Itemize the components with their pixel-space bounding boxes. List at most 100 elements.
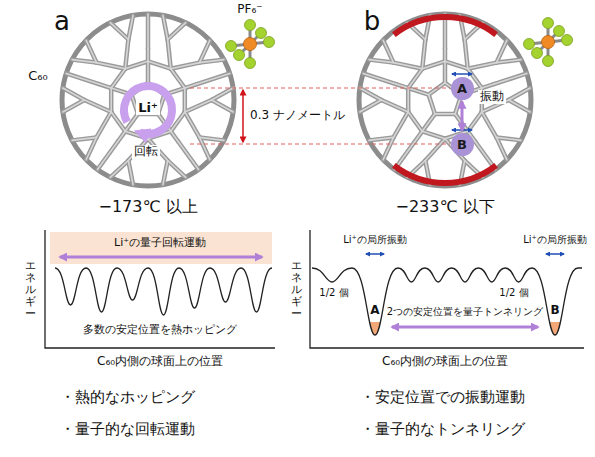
cage-bond	[72, 60, 96, 63]
cage-bond	[63, 88, 85, 100]
cage-bond	[381, 100, 408, 112]
cage-bond	[110, 23, 128, 40]
occupancy-label: 1/2 個	[499, 287, 528, 299]
cage-bond	[99, 84, 111, 88]
cage-bond	[128, 15, 133, 39]
cage-bond	[369, 137, 393, 140]
cage-bond	[369, 137, 393, 140]
cage-bond	[360, 100, 382, 112]
band-label: Li⁺の量子回転運動	[114, 237, 206, 250]
cage-bond	[97, 63, 126, 69]
cage-bond	[125, 39, 128, 68]
cage-bond	[396, 84, 408, 88]
occupancy-label: 1/2 個	[319, 287, 348, 299]
cage-bond	[496, 137, 506, 159]
cage-bond	[445, 61, 468, 68]
cage-bond	[383, 137, 393, 159]
well-fill	[352, 322, 578, 335]
cage-bond	[425, 139, 445, 161]
cage-bond	[360, 100, 382, 112]
motion-label: 振動	[478, 90, 506, 104]
motion-label: 回転	[132, 145, 160, 159]
phosphorus-atom	[244, 38, 257, 51]
vibration-connector	[461, 102, 464, 131]
cage-bond	[509, 100, 531, 112]
cage-bond	[183, 88, 188, 112]
cage-bond	[443, 48, 448, 61]
cage-bond	[86, 40, 96, 62]
cage-bond	[494, 73, 527, 84]
reference-line	[190, 144, 450, 145]
cage-bond	[128, 161, 133, 185]
cage-bond	[394, 63, 423, 69]
cage-bond	[468, 112, 482, 131]
fluorine-atom	[256, 28, 267, 39]
cage-bond	[110, 161, 128, 178]
cage-bond	[496, 60, 520, 63]
cage-bond	[178, 142, 198, 170]
cage-bond	[429, 95, 435, 114]
cage-bond	[482, 112, 497, 137]
cage-bond	[72, 137, 96, 140]
cage-bond	[212, 100, 234, 112]
cage-bond	[496, 40, 506, 62]
cage-bond	[99, 84, 111, 88]
cage-bond	[422, 114, 435, 131]
well-letter: B	[550, 304, 559, 318]
cage-bond	[171, 69, 185, 88]
cage-bond	[408, 112, 422, 131]
temperature-label: −173℃ 以上	[99, 198, 198, 216]
ion-letter: A	[457, 81, 467, 96]
cage-bond	[185, 112, 200, 137]
cage-bond	[465, 39, 468, 68]
cage-bond	[110, 161, 128, 178]
fluorine-atom	[543, 18, 554, 29]
cage-bond	[408, 112, 422, 131]
cage-bond	[212, 88, 234, 100]
cage-bond	[482, 84, 494, 88]
cage-bond	[445, 61, 468, 68]
cage-bond	[415, 131, 423, 141]
cage-bond	[422, 39, 425, 68]
cage-bond	[168, 161, 186, 178]
bullet-text: ・量子的な回転運動	[60, 421, 195, 438]
axis-title: エネルギー	[25, 260, 36, 320]
cage-outline	[359, 14, 531, 186]
cage-bond	[84, 100, 111, 112]
graph-axes	[310, 230, 584, 348]
cage-bond	[168, 161, 186, 178]
cage-bond	[72, 60, 96, 63]
cage-bond	[482, 112, 497, 137]
dimension-label: 0.3 ナノメートル	[250, 109, 345, 123]
cage-bond	[171, 63, 200, 69]
cage-bond	[383, 137, 393, 159]
cage-bond	[163, 15, 168, 39]
cage-bond	[468, 63, 497, 69]
fluorine-atom	[562, 35, 573, 46]
cage-bond	[422, 61, 445, 68]
cage-bond	[63, 100, 85, 112]
cage-bond	[381, 100, 408, 112]
cage-bond	[110, 88, 112, 112]
fluorine-atom	[226, 41, 237, 52]
cage-bond	[199, 40, 209, 62]
cage-bond	[168, 23, 186, 40]
cage-bond	[496, 60, 520, 63]
cage-bond	[86, 137, 96, 159]
cage-bond	[111, 69, 125, 88]
cage-bond	[422, 131, 445, 138]
cage-bond	[148, 61, 171, 68]
well-population	[352, 322, 398, 335]
cage-red-edge	[394, 17, 496, 35]
cage-bond	[363, 73, 396, 84]
cage-bond	[406, 88, 411, 112]
cage-bond	[496, 137, 506, 159]
cage-bond	[496, 137, 520, 140]
cage-bond	[72, 137, 96, 140]
c60-cage	[62, 14, 234, 186]
cage-bond	[168, 39, 171, 68]
cage-bond	[111, 69, 125, 88]
cage-bond	[369, 60, 393, 63]
well-letter: A	[370, 304, 379, 318]
cage-bond	[383, 40, 393, 62]
